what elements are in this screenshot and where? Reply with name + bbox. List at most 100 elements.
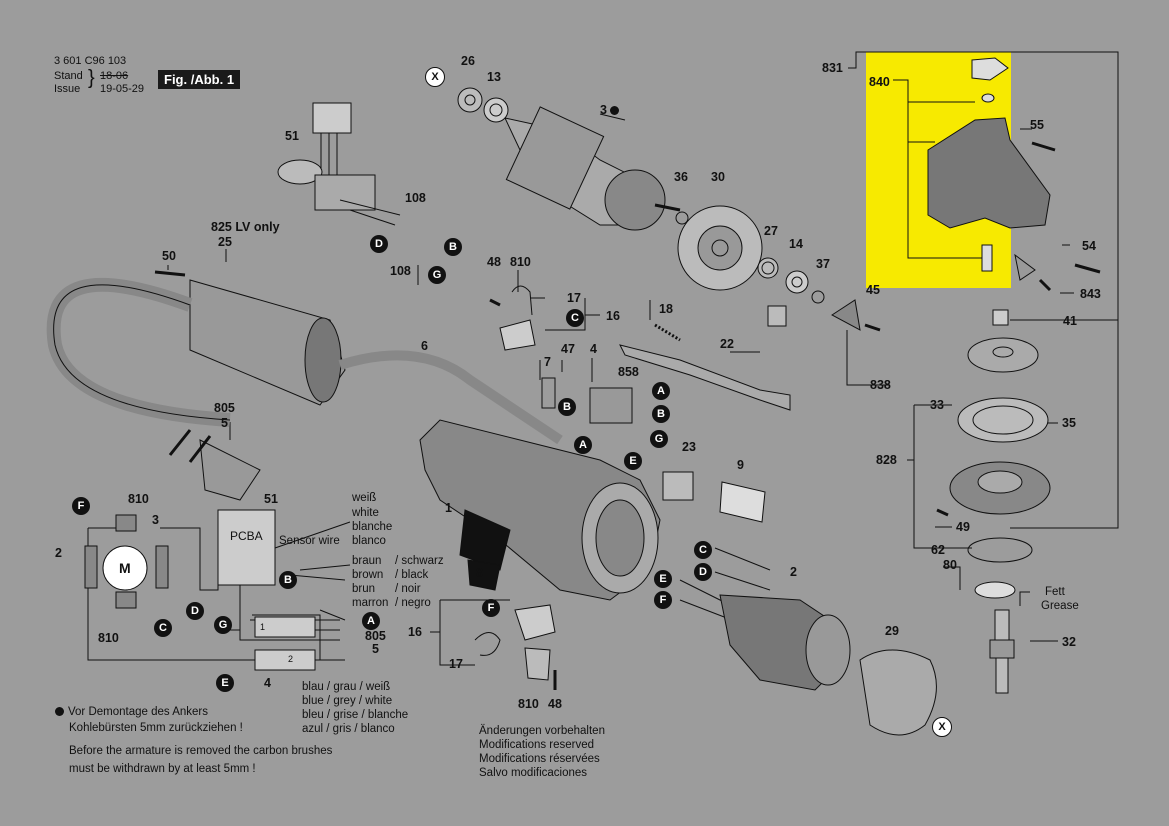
part-108-upper[interactable]: 108 (405, 191, 426, 205)
note-de-line1: Vor Demontage des Ankers (55, 705, 208, 719)
wiring-4: 4 (264, 676, 271, 690)
part-17-upper[interactable]: 17 (567, 291, 581, 305)
badge-a-1: A (652, 382, 670, 400)
note-de-line2: Kohlebürsten 5mm zurückziehen ! (69, 722, 243, 734)
part-32[interactable]: 32 (1062, 635, 1076, 649)
part-17-lower[interactable]: 17 (449, 657, 463, 671)
part-13[interactable]: 13 (487, 70, 501, 84)
motor-symbol: M (119, 560, 131, 576)
note-bullet-dot (55, 707, 64, 717)
part-23[interactable]: 23 (682, 440, 696, 454)
doc-number: 3 601 C96 103 (54, 55, 127, 67)
part-4-upper[interactable]: 4 (590, 342, 597, 356)
part-843[interactable]: 843 (1080, 287, 1101, 301)
color-negro: / negro (395, 597, 431, 609)
color-blau: blau / grau / weiß (302, 681, 391, 693)
part-825-lv-only[interactable]: 825 LV only (211, 220, 280, 234)
part-16-upper[interactable]: 16 (606, 309, 620, 323)
old-date: 18-06 (100, 70, 129, 82)
part-831[interactable]: 831 (822, 61, 843, 75)
part-18[interactable]: 18 (659, 302, 673, 316)
badge-c-3: C (154, 619, 172, 637)
part-55[interactable]: 55 (1030, 118, 1044, 132)
badge-x-top: X (425, 67, 445, 87)
badge-e-1: E (624, 452, 642, 470)
terminal-1: 1 (260, 622, 266, 632)
part-2[interactable]: 2 (790, 565, 797, 579)
part-838[interactable]: 838 (870, 378, 891, 392)
part-29[interactable]: 29 (885, 624, 899, 638)
brace: } (88, 67, 95, 89)
part-35[interactable]: 35 (1062, 416, 1076, 430)
color-braun: braun (352, 555, 382, 567)
badge-d-2: D (694, 563, 712, 581)
badge-d-3: D (186, 602, 204, 620)
badge-e-2: E (654, 570, 672, 588)
stand-label: Stand (54, 70, 83, 82)
part-8[interactable]: 8 (476, 566, 483, 580)
color-azul: azul / gris / blanco (302, 723, 395, 735)
color-blanco: blanco (352, 535, 386, 547)
armature-note-dot (610, 106, 620, 116)
badge-a-2: A (574, 436, 592, 454)
badge-e-3: E (216, 674, 234, 692)
part-45[interactable]: 45 (866, 283, 880, 297)
part-37[interactable]: 37 (816, 257, 830, 271)
color-noir: / noir (395, 583, 421, 595)
part-26[interactable]: 26 (461, 54, 475, 68)
part-30[interactable]: 30 (711, 170, 725, 184)
part-51[interactable]: 51 (285, 129, 299, 143)
part-6[interactable]: 6 (421, 339, 428, 353)
part-108-lower[interactable]: 108 (390, 264, 411, 278)
part-828[interactable]: 828 (876, 453, 897, 467)
part-5[interactable]: 5 (221, 416, 228, 430)
part-805[interactable]: 805 (214, 401, 235, 415)
modifications-es: Salvo modificaciones (479, 767, 588, 779)
badge-c-2: C (694, 541, 712, 559)
color-bleu: bleu / grise / blanche (302, 709, 409, 721)
new-date: 19-05-29 (100, 83, 145, 95)
part-48-lower[interactable]: 48 (548, 697, 562, 711)
part-1[interactable]: 1 (445, 501, 452, 515)
color-black: / black (395, 569, 429, 581)
wiring-2: 2 (55, 546, 62, 560)
part-16-lower[interactable]: 16 (408, 625, 422, 639)
part-7[interactable]: 7 (544, 355, 551, 369)
color-schwarz: / schwarz (395, 555, 444, 567)
badge-d-1: D (370, 235, 388, 253)
part-36[interactable]: 36 (674, 170, 688, 184)
part-25[interactable]: 25 (218, 235, 232, 249)
part-33[interactable]: 33 (930, 398, 944, 412)
modifications-fr: Modifications réservées (479, 753, 600, 765)
part-48-upper[interactable]: 48 (487, 255, 501, 269)
part-810-upper[interactable]: 810 (510, 255, 531, 269)
badge-f-2: F (482, 599, 500, 617)
wiring-805: 805 (365, 629, 386, 643)
badge-g-2: G (650, 430, 668, 448)
part-9[interactable]: 9 (737, 458, 744, 472)
part-810-lower[interactable]: 810 (518, 697, 539, 711)
part-47[interactable]: 47 (561, 342, 575, 356)
badge-b-2: B (652, 405, 670, 423)
part-62[interactable]: 62 (931, 543, 945, 557)
part-50[interactable]: 50 (162, 249, 176, 263)
part-840[interactable]: 840 (869, 75, 890, 89)
part-22[interactable]: 22 (720, 337, 734, 351)
modifications-en: Modifications reserved (479, 739, 595, 751)
color-white: white (352, 507, 379, 519)
sensor-wire-label: Sensor wire (279, 535, 340, 547)
part-49[interactable]: 49 (956, 520, 970, 534)
badge-b-1: B (444, 238, 462, 256)
part-41[interactable]: 41 (1063, 314, 1077, 328)
part-54[interactable]: 54 (1082, 239, 1096, 253)
part-3[interactable]: 3 (600, 104, 623, 117)
part-27[interactable]: 27 (764, 224, 778, 238)
modifications-de: Änderungen vorbehalten (479, 725, 605, 737)
part-858[interactable]: 858 (618, 365, 639, 379)
note-en-line1: Before the armature is removed the carbo… (69, 745, 333, 757)
wiring-5: 5 (372, 642, 379, 656)
badge-a-3: A (362, 612, 380, 630)
part-14[interactable]: 14 (789, 237, 803, 251)
part-80[interactable]: 80 (943, 558, 957, 572)
